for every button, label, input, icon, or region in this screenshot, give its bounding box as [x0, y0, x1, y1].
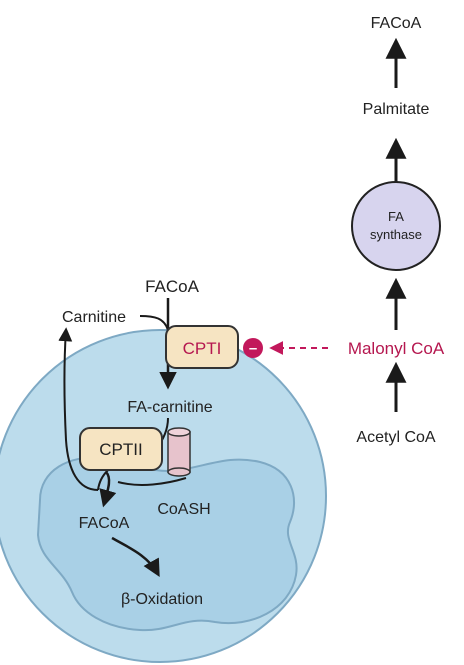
- arrow-facoa-to-beta-oxidation: [111, 536, 160, 578]
- arrow-carnitine-join: [139, 315, 169, 331]
- cptii-label: CPTII: [99, 440, 142, 459]
- inhibition-minus-label: –: [249, 340, 257, 357]
- fa-synthase-node: [351, 181, 441, 271]
- malonyl-coa-label: Malonyl CoA: [348, 339, 445, 358]
- facoa-inner-label: FACoA: [79, 515, 130, 532]
- arrow-to-facoa-inner: [99, 471, 117, 508]
- cpt1-label: CPTI: [183, 339, 222, 358]
- cptii-channel: [167, 427, 191, 477]
- acetyl-coa-label: Acetyl CoA: [356, 429, 435, 446]
- inhibition-minus-icon: [243, 338, 263, 358]
- carnitine-label: Carnitine: [62, 309, 126, 326]
- cpt1-box: [165, 325, 239, 369]
- fa-carnitine-label: FA-carnitine: [127, 399, 212, 416]
- arrow-coash-loop: [117, 477, 187, 486]
- fa-synthase-label-line2: synthase: [370, 227, 422, 242]
- arrow-carnitine-recycle: [58, 327, 99, 491]
- cptii-box: [79, 427, 163, 471]
- facoa-top-label: FACoA: [371, 15, 422, 32]
- facoa-mid-label: FACoA: [145, 277, 200, 296]
- coash-label: CoASH: [157, 501, 210, 518]
- palmitate-label: Palmitate: [363, 101, 430, 118]
- beta-oxidation-label: β-Oxidation: [121, 591, 203, 608]
- fa-synthase-label-line1: FA: [388, 209, 404, 224]
